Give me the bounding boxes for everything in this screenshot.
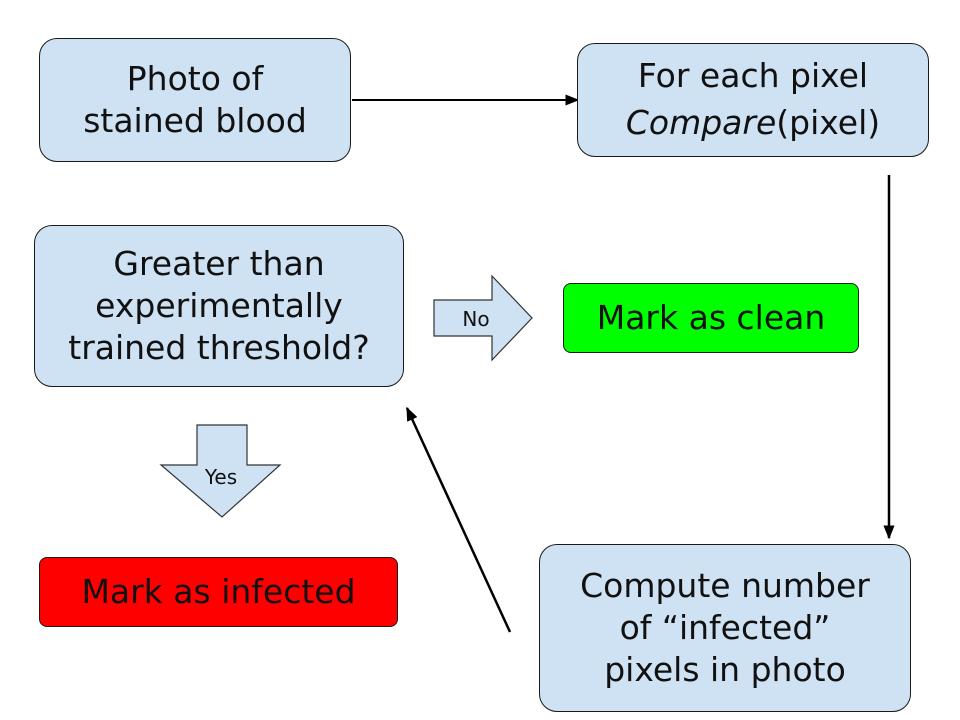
compute-node: Compute number of “infected” pixels in p… [539,544,911,712]
compute-line-3: pixels in photo [604,650,846,690]
for-each-line-2: Compare(pixel) [626,100,880,147]
yes-block-arrow: Yes [159,424,282,518]
no-arrow-label: No [462,307,489,331]
arrow-compute-to-threshold [405,406,512,633]
no-arrow-shape [433,274,533,362]
mark-infected-label: Mark as infected [81,571,356,611]
mark-clean-node: Mark as clean [563,283,859,353]
photo-node: Photo of stained blood [39,38,351,162]
compute-line-2: of “infected” [619,607,831,647]
photo-line-2: stained blood [83,101,307,140]
compare-word: Compare [625,103,777,142]
for-each-pixel-node: For each pixel Compare(pixel) [577,43,929,157]
compute-line-1: Compute number [580,565,870,605]
mark-infected-node: Mark as infected [39,557,398,627]
photo-line-1: Photo of [126,58,264,98]
yes-arrow-label: Yes [204,465,237,489]
threshold-line-2: experimentally [95,285,343,325]
for-each-line-1: For each pixel [637,56,869,96]
threshold-line-3: trained threshold? [68,328,370,368]
compare-rest: (pixel) [776,103,881,142]
threshold-line-1: Greater than [113,243,325,283]
yes-arrow-shape [159,424,282,518]
no-block-arrow: No [433,274,533,362]
threshold-node: Greater than experimentally trained thre… [34,225,404,387]
mark-clean-label: Mark as clean [596,297,826,337]
